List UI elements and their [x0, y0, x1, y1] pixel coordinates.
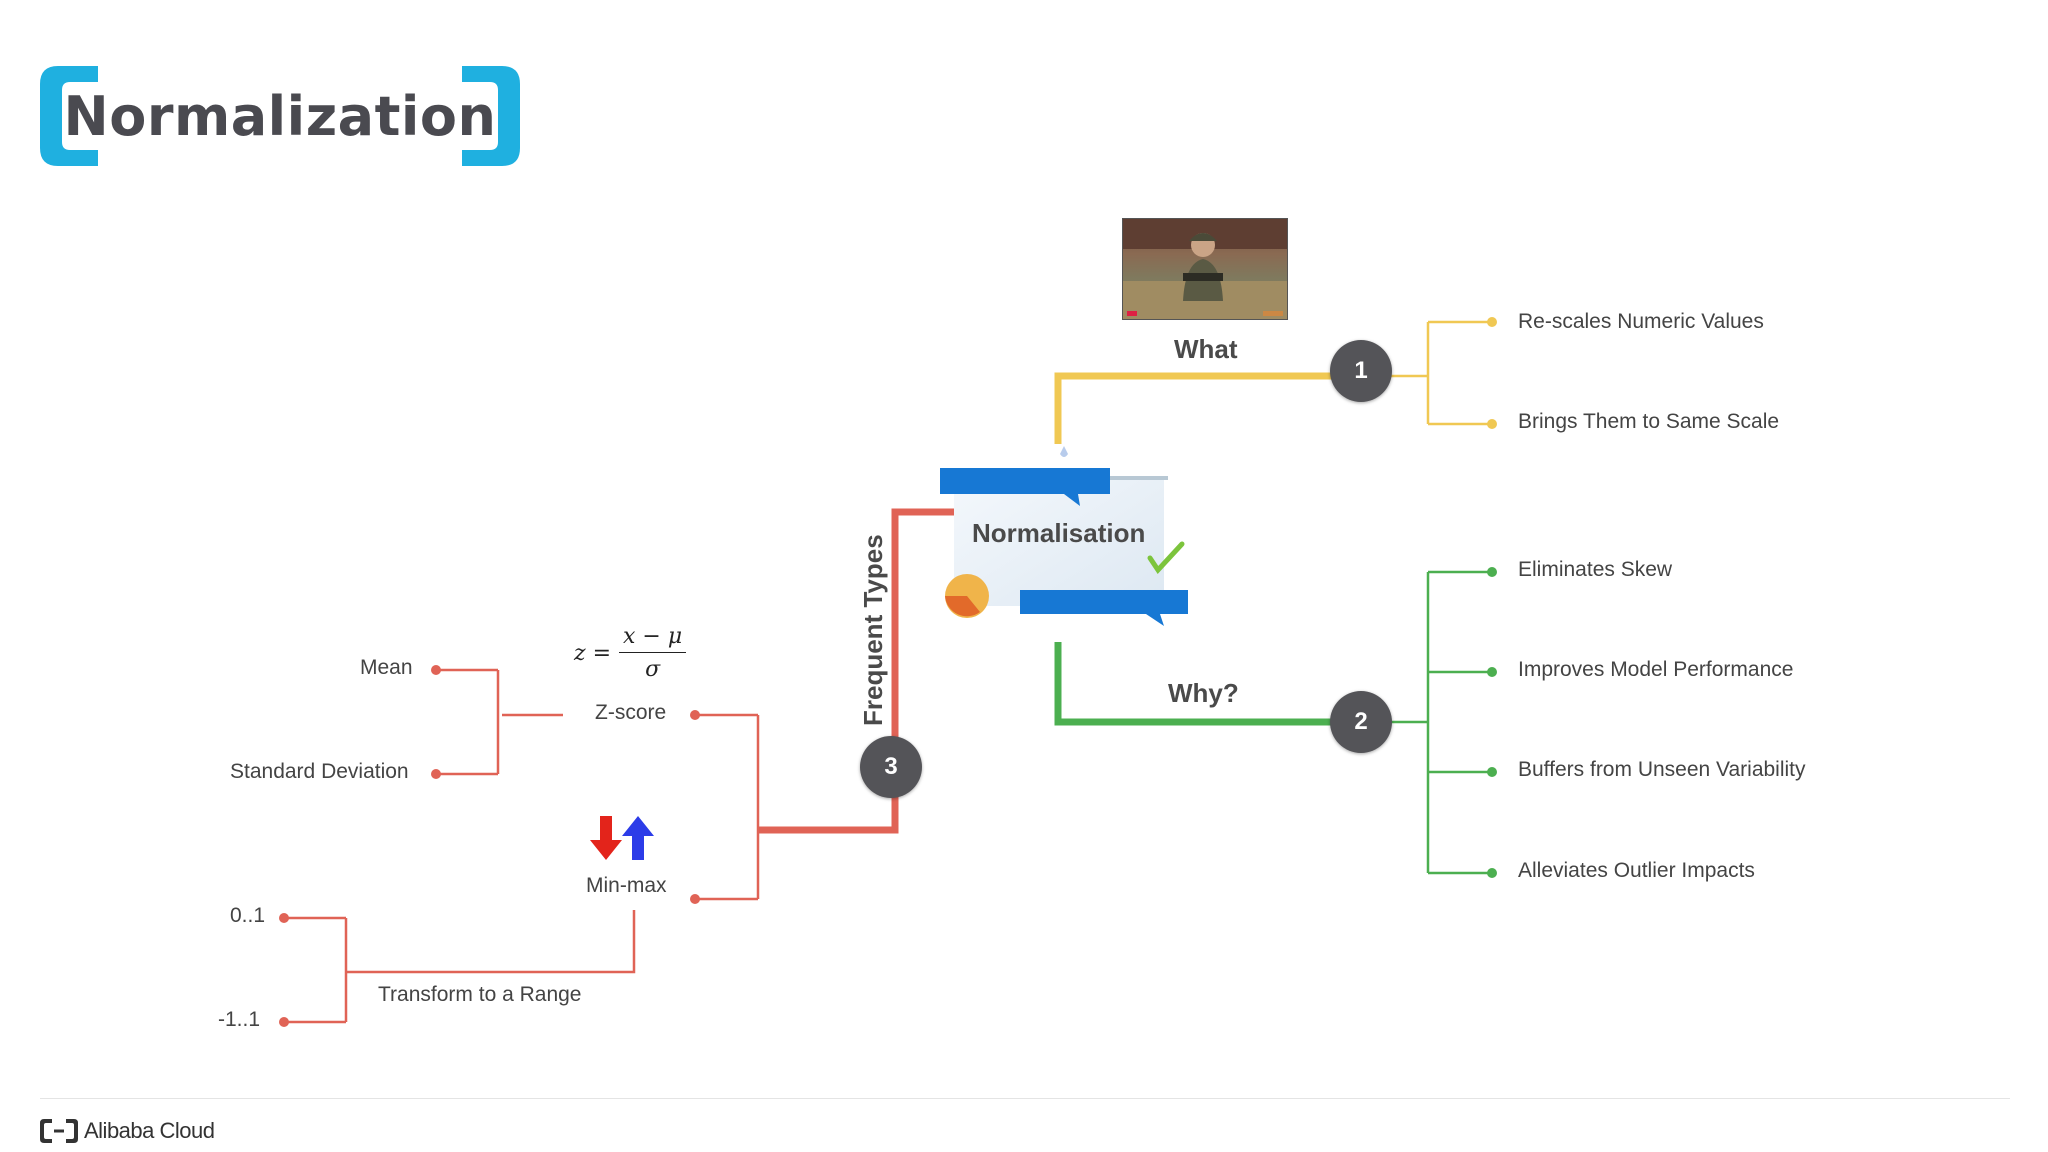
- alibaba-cloud-logo-icon: [40, 1119, 78, 1143]
- types-sub-lines: [695, 713, 760, 901]
- footer-divider: [40, 1098, 2010, 1099]
- minmax-leaf-lines: [284, 910, 636, 1024]
- formula-fraction: x − μ σ: [619, 624, 687, 682]
- formula-numerator: x − μ: [619, 624, 687, 653]
- types-branch-line: [758, 508, 956, 834]
- minmax-item-neg1-1: -1..1: [218, 1008, 261, 1031]
- zscore-item-mean: Mean: [360, 656, 413, 679]
- zscore-leaf-lines: [436, 668, 563, 776]
- footer-logo: Alibaba Cloud: [40, 1116, 215, 1146]
- title-badge: Normalization: [40, 66, 520, 166]
- what-number-badge: 1: [1330, 340, 1392, 402]
- types-title: Frequent Types: [858, 534, 888, 726]
- formula-lhs: z =: [574, 640, 612, 666]
- why-item-4: Alleviates Outlier Impacts: [1518, 859, 1755, 882]
- minmax-transform-label: Transform to a Range: [378, 983, 582, 1006]
- why-branch-line: [1054, 642, 1352, 726]
- soldier-figure-icon: [1123, 219, 1287, 319]
- zscore-formula: z = x − μ σ: [574, 618, 687, 688]
- minmax-item-0-1: 0..1: [230, 904, 266, 927]
- bracket-frame-icon: [40, 66, 520, 166]
- center-node-label: Normalisation: [972, 518, 1146, 548]
- what-item-2: Brings Them to Same Scale: [1518, 410, 1780, 433]
- what-branch-line: [1054, 372, 1352, 444]
- zscore-label: Z-score: [595, 701, 667, 724]
- why-item-1: Eliminates Skew: [1518, 558, 1673, 581]
- up-down-arrows-icon: [590, 816, 654, 860]
- what-item-1: Re-scales Numeric Values: [1518, 310, 1764, 333]
- center-node-graphic: [940, 446, 1188, 626]
- video-thumbnail: [1122, 218, 1288, 320]
- why-title: Why?: [1168, 678, 1239, 708]
- what-title: What: [1174, 334, 1238, 364]
- footer-brand: Alibaba Cloud: [84, 1118, 215, 1143]
- page-title: Normalization: [63, 84, 497, 148]
- why-number-badge: 2: [1330, 691, 1392, 753]
- types-number-badge: 3: [860, 736, 922, 798]
- formula-denominator: σ: [645, 657, 661, 682]
- zscore-item-std: Standard Deviation: [230, 760, 409, 783]
- minmax-label: Min-max: [586, 874, 667, 897]
- why-item-3: Buffers from Unseen Variability: [1518, 758, 1806, 781]
- why-item-2: Improves Model Performance: [1518, 658, 1794, 681]
